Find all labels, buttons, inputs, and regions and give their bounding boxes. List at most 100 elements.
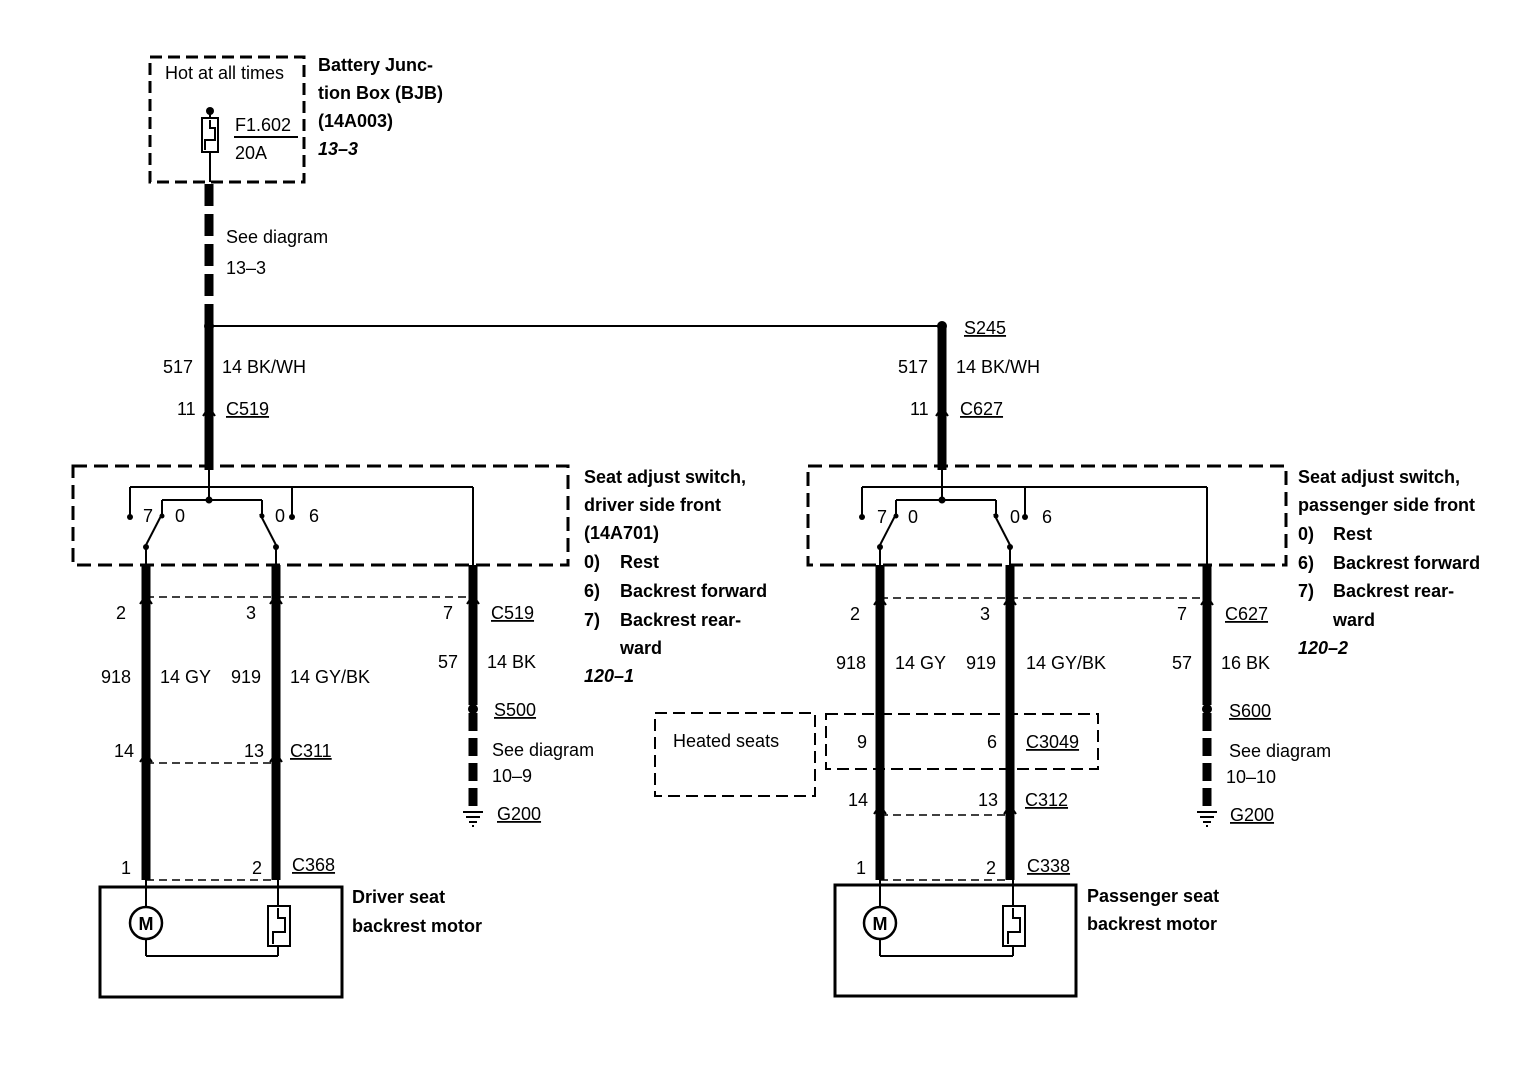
feed-see-ref: 13–3: [226, 258, 266, 278]
connector-pin-icon: [935, 405, 949, 417]
passenger-switch-pos-7: 7: [877, 507, 887, 527]
passenger-switch-pos-0b: 0: [1010, 507, 1020, 527]
passenger-mode-7-num: 7): [1298, 581, 1314, 601]
passenger-motor-title1: Passenger seat: [1087, 886, 1219, 906]
driver-motor-pin-1: 1: [121, 858, 131, 878]
passenger-mid-pin-14: 14: [848, 790, 868, 810]
driver-wire-57-circuit: 57: [438, 652, 458, 672]
driver-out-pin-2: 2: [116, 603, 126, 623]
passenger-feed-connector: C627: [960, 399, 1003, 419]
passenger-ground-see: See diagram: [1229, 741, 1331, 761]
passenger-mode-0-num: 0): [1298, 524, 1314, 544]
heated-pin-9: 9: [857, 732, 867, 752]
driver-ground-ref: 10–9: [492, 766, 532, 786]
passenger-motor-pin-1: 1: [856, 858, 866, 878]
bjb-hot-label: Hot at all times: [165, 63, 284, 83]
driver-switch-boundary: [71, 464, 570, 567]
driver-feed-pin: 11: [177, 399, 196, 419]
driver-feed-wire-size: 14 BK/WH: [222, 357, 306, 377]
heated-seats-box: [654, 712, 816, 797]
passenger-motor-connector: C338: [1027, 856, 1070, 876]
driver-motor-symbol: M: [139, 914, 154, 934]
passenger-mid-pin-13: 13: [978, 790, 998, 810]
passenger-motor-title2: backrest motor: [1087, 914, 1217, 934]
connector-pin-icon: [202, 405, 216, 417]
driver-mode-6-num: 6): [584, 581, 600, 601]
passenger-motor-pin-2: 2: [986, 858, 996, 878]
driver-wire-57-size: 14 BK: [487, 652, 536, 672]
bjb-boundary: [148, 55, 306, 184]
driver-switch-ref: 120–1: [584, 666, 634, 686]
driver-motor-title1: Driver seat: [352, 887, 445, 907]
splice-s245-label: S245: [964, 318, 1006, 338]
passenger-mode-7-cont: ward: [1332, 610, 1375, 630]
heated-connector-box: [825, 713, 1099, 770]
driver-ground-see: See diagram: [492, 740, 594, 760]
passenger-switch-internal: [859, 466, 1208, 565]
driver-ground-label: G200: [497, 804, 541, 824]
passenger-ground-label: G200: [1230, 805, 1274, 825]
passenger-feed-pin: 11: [910, 399, 929, 419]
ground-icon: [463, 811, 483, 827]
passenger-switch-boundary: [806, 464, 1288, 567]
passenger-wire-918-size: 14 GY: [895, 653, 946, 673]
passenger-out-pin-7: 7: [1177, 604, 1187, 624]
heated-seats-label: Heated seats: [673, 731, 779, 751]
passenger-wire-57-size: 16 BK: [1221, 653, 1270, 673]
battery-junction-box: Hot at all times F1.602 20A Battery Junc…: [148, 55, 443, 184]
fuse-rating: 20A: [235, 143, 267, 163]
fuse-icon: [201, 117, 219, 153]
heated-pin-6: 6: [987, 732, 997, 752]
passenger-mode-0-label: Rest: [1333, 524, 1372, 544]
driver-motor-box: [98, 885, 344, 999]
circuit-breaker-icon: [267, 905, 291, 947]
driver-feed-connector: C519: [226, 399, 269, 419]
passenger-switch-ref: 120–2: [1298, 638, 1348, 658]
passenger-wire-919-size: 14 GY/BK: [1026, 653, 1106, 673]
passenger-feed-circuit: 517: [898, 357, 928, 377]
passenger-mid-connector: C312: [1025, 790, 1068, 810]
driver-motor-connector: C368: [292, 855, 335, 875]
passenger-switch-title1: Seat adjust switch,: [1298, 467, 1460, 487]
driver-wire-918-size: 14 GY: [160, 667, 211, 687]
bjb-title-line1: Battery Junc-: [318, 55, 433, 75]
passenger-wire-57-circuit: 57: [1172, 653, 1192, 673]
driver-wire-918-circuit: 918: [101, 667, 131, 687]
passenger-wire-919-circuit: 919: [966, 653, 996, 673]
driver-switch-pos-6: 6: [309, 506, 319, 526]
driver-switch-title1: Seat adjust switch,: [584, 467, 746, 487]
driver-mid-pin-13: 13: [244, 741, 264, 761]
passenger-splice-s600-label: S600: [1229, 701, 1271, 721]
passenger-switch-pos-6: 6: [1042, 507, 1052, 527]
passenger-circuit: 517 14 BK/WH 11 C627: [654, 326, 1480, 998]
driver-out-pin-3: 3: [246, 603, 256, 623]
bjb-title-line2: tion Box (BJB): [318, 83, 443, 103]
passenger-mode-7-label: Backrest rear-: [1333, 581, 1454, 601]
passenger-motor-symbol: M: [873, 914, 888, 934]
driver-mode-0-label: Rest: [620, 552, 659, 572]
passenger-wire-918-circuit: 918: [836, 653, 866, 673]
driver-motor-pin-2: 2: [252, 858, 262, 878]
driver-switch-internal: [127, 466, 474, 565]
driver-switch-pos-7: 7: [143, 506, 153, 526]
passenger-out-pin-2: 2: [850, 604, 860, 624]
driver-mode-7-label: Backrest rear-: [620, 610, 741, 630]
passenger-switch-title2: passenger side front: [1298, 495, 1475, 515]
bjb-ref: 13–3: [318, 139, 358, 159]
passenger-feed-wire-size: 14 BK/WH: [956, 357, 1040, 377]
passenger-motor-box: [833, 883, 1078, 998]
driver-mode-7-num: 7): [584, 610, 600, 630]
driver-switch-title2: driver side front: [584, 495, 721, 515]
passenger-switch-pos-0a: 0: [908, 507, 918, 527]
driver-mid-connector: C311: [290, 741, 332, 761]
passenger-splice-s600-node: [1202, 704, 1212, 714]
ground-icon: [1197, 811, 1217, 827]
driver-mode-0-num: 0): [584, 552, 600, 572]
passenger-ground-ref: 10–10: [1226, 767, 1276, 787]
driver-switch-title3: (14A701): [584, 523, 659, 543]
passenger-out-connector: C627: [1225, 604, 1268, 624]
bjb-title-line3: (14A003): [318, 111, 393, 131]
fuse-id: F1.602: [235, 115, 291, 135]
circuit-breaker-icon: [1002, 905, 1026, 947]
